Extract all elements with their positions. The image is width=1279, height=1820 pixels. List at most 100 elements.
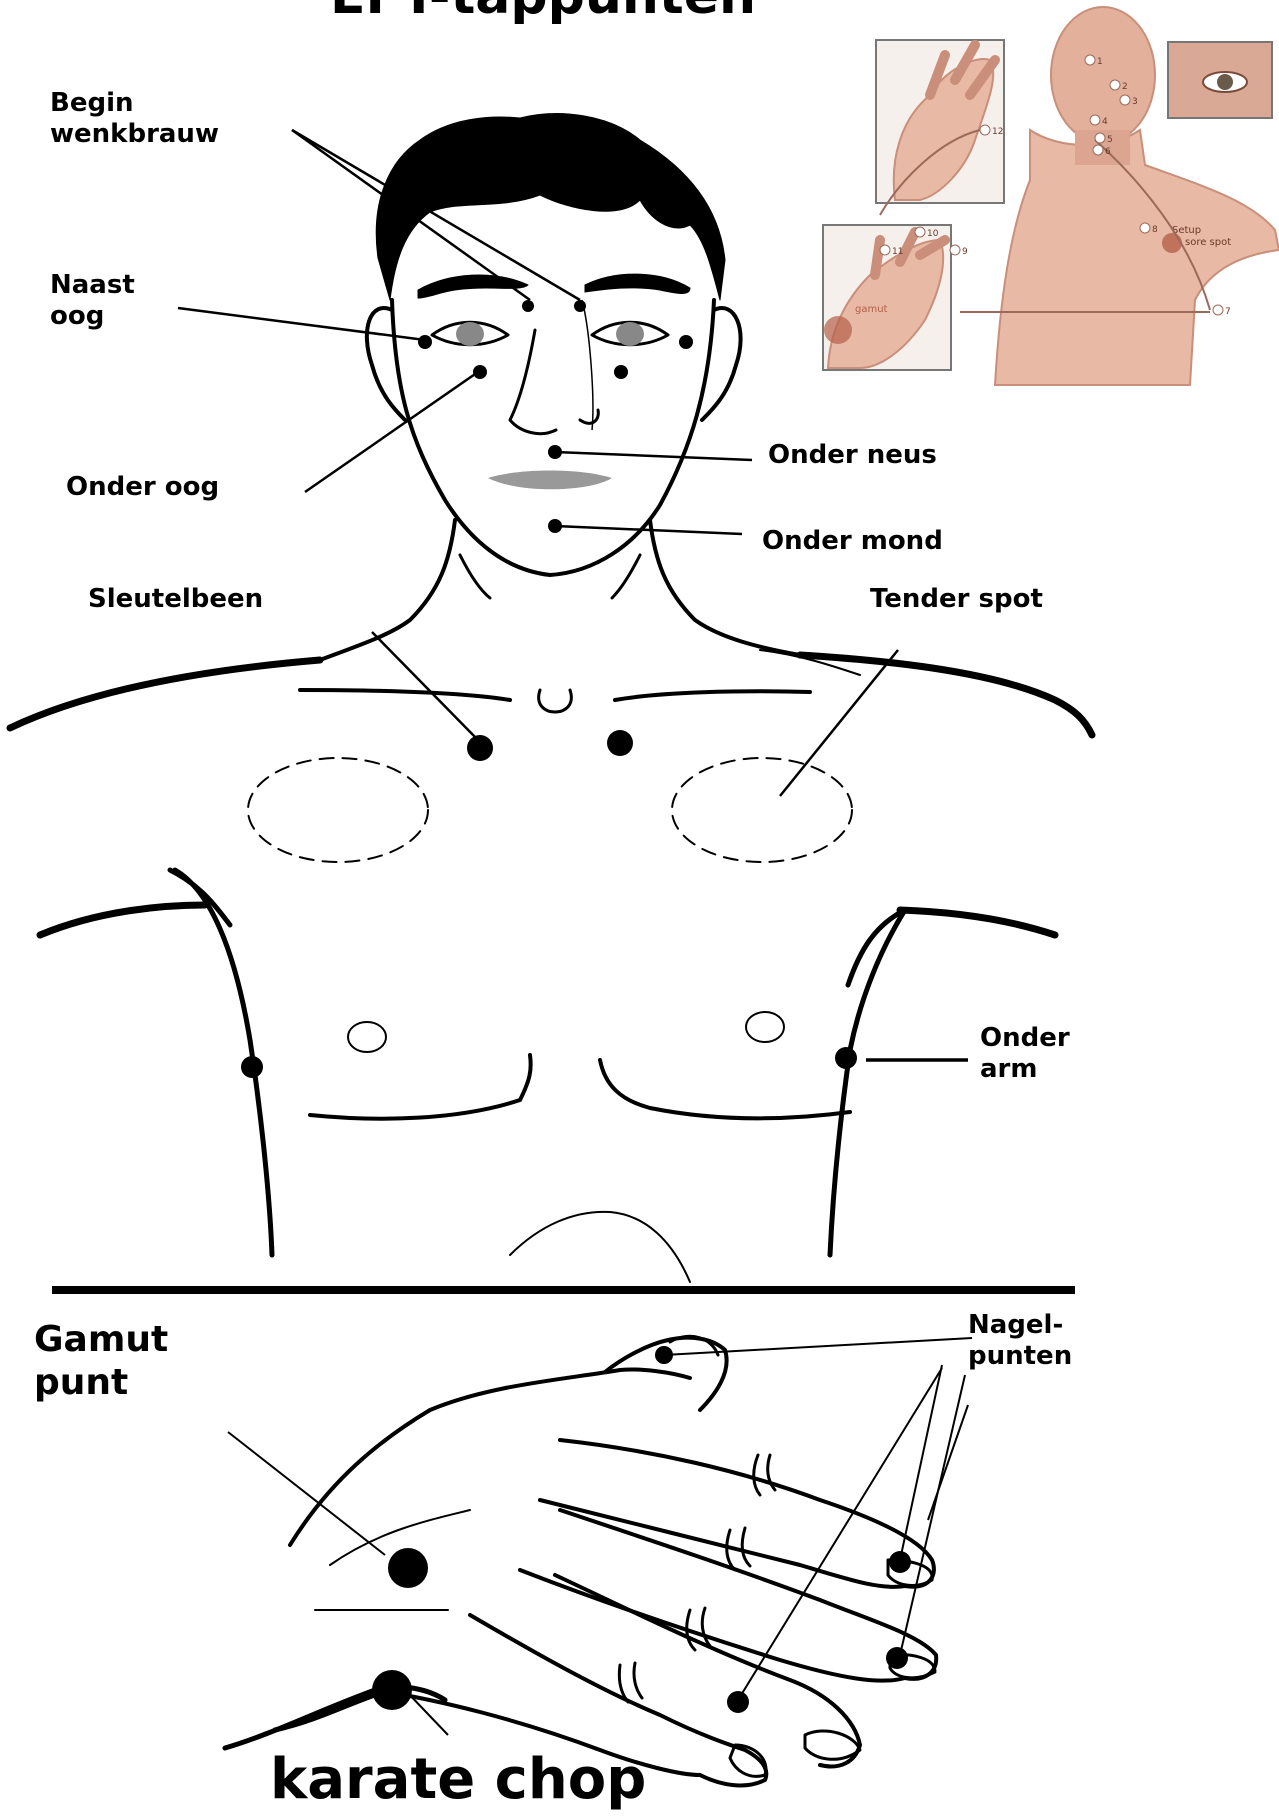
inset-point-marker: [1140, 223, 1150, 233]
label-sleutelbeen: Sleutelbeen: [88, 584, 263, 615]
point-collarbone-left: [467, 735, 493, 761]
wrist-lower: [275, 1690, 390, 1730]
point-under-eye-left: [473, 365, 487, 379]
inset-point-marker: [1090, 115, 1100, 125]
inset-photo: gamut Setup sore spot 123456789101112: [823, 7, 1279, 385]
right-arm-outer: [900, 910, 1055, 935]
left-arm-outer: [40, 905, 205, 935]
inset-point-marker: [1120, 95, 1130, 105]
inset-point-marker: [880, 245, 890, 255]
point-eyebrow-left: [522, 300, 534, 312]
neck-line-right: [612, 555, 640, 598]
inset-point-marker: [1110, 80, 1120, 90]
knuckle-4: [619, 1663, 642, 1702]
hand-drawing: [225, 1336, 936, 1785]
tapping-points: [241, 300, 911, 1713]
left-clavicle: [300, 690, 510, 700]
nose: [510, 330, 598, 434]
point-nail-middle: [886, 1647, 908, 1669]
label-tender-spot: Tender spot: [870, 584, 1043, 615]
point-collarbone-right: [607, 730, 633, 756]
inset-point-number: 3: [1132, 97, 1138, 107]
inset-point-number: 2: [1122, 82, 1128, 92]
point-eyebrow-right: [574, 300, 586, 312]
jugular-notch: [539, 690, 572, 712]
inset-point-number: 4: [1102, 117, 1108, 127]
point-nail-thumb: [655, 1346, 673, 1364]
inset-iris: [1217, 74, 1233, 90]
point-karate-chop: [372, 1670, 412, 1710]
right-nipple: [746, 1012, 784, 1042]
point-under-arm-left: [241, 1056, 263, 1078]
point-nail-ring: [727, 1691, 749, 1713]
inset-point-number: 12: [992, 127, 1003, 137]
inset-point-number: 5: [1107, 135, 1113, 145]
face-outline: [392, 300, 714, 575]
point-side-eye-left: [418, 335, 432, 349]
left-shoulder: [10, 660, 320, 728]
point-nail-index: [889, 1551, 911, 1573]
torso-drawing: [10, 650, 1092, 1282]
pointer-under-mouth: [555, 526, 742, 534]
right-eyebrow: [585, 274, 690, 293]
inset-point-number: 6: [1105, 147, 1111, 157]
right-pec: [600, 1060, 850, 1118]
inset-point-marker: [1093, 145, 1103, 155]
label-nagel-punten-line1: Nagel-: [968, 1310, 1072, 1341]
neck-left: [320, 520, 455, 660]
inset-point-marker: [1213, 305, 1223, 315]
belly-curve: [510, 1212, 690, 1282]
label-onder-oog: Onder oog: [66, 472, 219, 503]
right-side: [830, 910, 905, 1255]
label-naast-oog-line2: oog: [50, 301, 135, 332]
point-side-eye-right: [679, 335, 693, 349]
right-iris: [616, 322, 644, 346]
label-nagel-punten-line2: punten: [968, 1341, 1072, 1372]
inset-point-number: 9: [962, 247, 968, 257]
inset-gamut-spot: [824, 316, 852, 344]
inset-point-marker: [1085, 55, 1095, 65]
pointer-nail-index: [900, 1365, 942, 1560]
inset-gamut-label: gamut: [855, 304, 888, 315]
inset-point-number: 11: [892, 247, 903, 257]
left-pec: [310, 1055, 531, 1119]
inset-point-number: 8: [1152, 225, 1158, 235]
hand-back-top: [290, 1369, 690, 1545]
label-onder-neus: Onder neus: [768, 440, 937, 471]
knuckle-1: [754, 1455, 775, 1495]
label-gamut-punt-line2: punt: [34, 1361, 168, 1404]
label-karate-chop: karate chop: [270, 1746, 646, 1813]
pointer-under-eye: [305, 372, 478, 492]
neck-line-left: [460, 555, 490, 598]
pointer-side-eye-right: [582, 300, 593, 430]
label-nagel-punten: Nagel- punten: [968, 1310, 1072, 1372]
pointer-nail-middle-a: [738, 1368, 942, 1700]
label-naast-oog: Naast oog: [50, 270, 135, 332]
ring-nail: [805, 1731, 860, 1759]
inset-point-marker: [950, 245, 960, 255]
pointer-under-nose: [555, 452, 752, 460]
inset-point-marker: [1095, 133, 1105, 143]
label-begin-wenkbrauw-line2: wenkbrauw: [50, 119, 219, 150]
inset-point-number: 7: [1225, 307, 1231, 317]
label-onder-arm: Onder arm: [980, 1023, 1070, 1085]
right-clavicle: [615, 691, 810, 700]
label-begin-wenkbrauw: Begin wenkbrauw: [50, 88, 219, 150]
left-arm-upper: [170, 870, 230, 925]
point-under-arm-right: [835, 1047, 857, 1069]
inset-sore-spot-label: sore spot: [1185, 237, 1231, 248]
label-gamut-punt-line1: Gamut: [34, 1318, 168, 1361]
pointer-collarbone: [372, 632, 478, 740]
inset-point-marker: [980, 125, 990, 135]
inset-point-number: 1: [1097, 57, 1103, 67]
left-tender-area: [248, 758, 428, 862]
inset-sore-spot: [1162, 233, 1182, 253]
pointer-nail-ring: [928, 1405, 968, 1520]
left-iris: [456, 322, 484, 346]
point-under-mouth: [548, 519, 562, 533]
point-under-nose: [548, 445, 562, 459]
inset-point-marker: [915, 227, 925, 237]
inset-point-number: 10: [927, 229, 939, 239]
